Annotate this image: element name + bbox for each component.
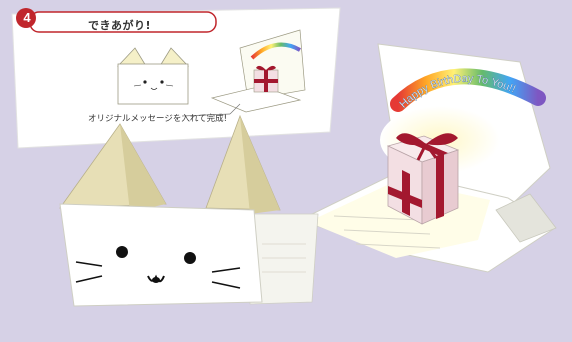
caption-text: オリジナルメッセージを入れて完成! <box>88 114 227 124</box>
gift-card-thumbnail <box>210 29 306 113</box>
step-badge <box>16 8 36 28</box>
cat-card-thumbnail <box>117 47 189 105</box>
birthday-popup-card: Happy BirthDay To You!! <box>298 43 557 273</box>
gift-bow <box>396 133 458 146</box>
step-title: できあがり! <box>88 19 152 32</box>
instruction-panel <box>11 7 341 149</box>
message-lines <box>333 215 441 249</box>
cat-popup-card <box>59 114 319 307</box>
caption-pointer <box>181 113 231 117</box>
step-number: 4 <box>23 10 31 25</box>
rainbow <box>390 68 546 112</box>
cat-face <box>75 246 241 289</box>
gift-box <box>386 133 460 225</box>
